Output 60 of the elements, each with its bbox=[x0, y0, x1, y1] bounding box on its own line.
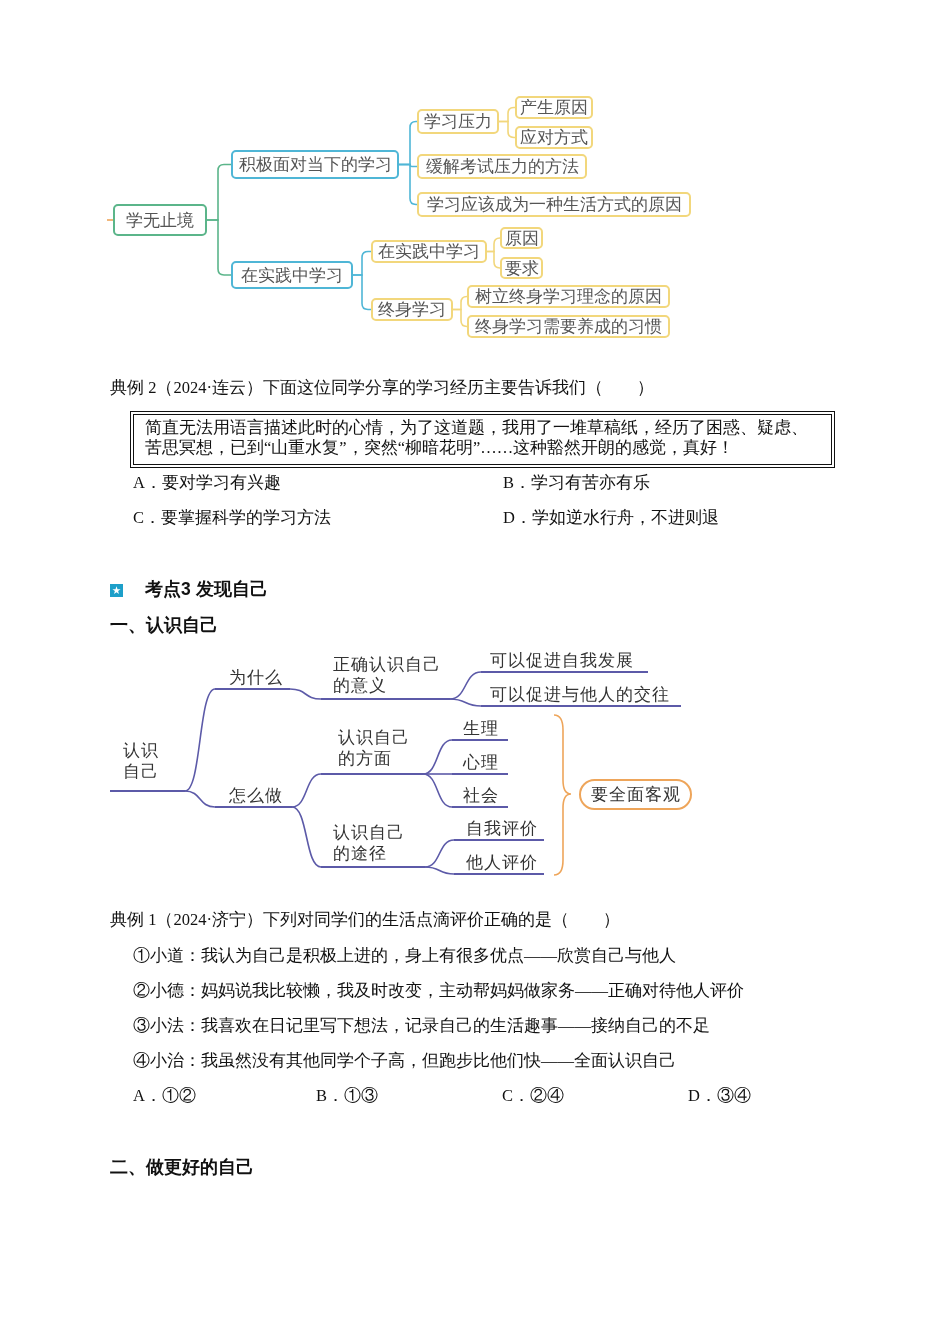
branch-line bbox=[106, 219, 114, 221]
branch-line bbox=[398, 163, 418, 206]
topic-box: 终身学习需要养成的习惯 bbox=[467, 315, 670, 338]
topic-label: 社会 bbox=[452, 785, 508, 808]
topic-box: 学习压力 bbox=[417, 109, 499, 134]
topic-box: 缓解考试压力的方法 bbox=[417, 154, 587, 179]
branch-line bbox=[352, 274, 372, 311]
topic-label: 认识自己 bbox=[110, 740, 185, 792]
branch-line bbox=[291, 806, 322, 868]
question-text: C．②④ bbox=[502, 1086, 564, 1106]
topic-box: 在实践中学习 bbox=[371, 240, 487, 263]
topic-label: 正确认识自己的意义 bbox=[321, 654, 450, 700]
topic-label: 为什么 bbox=[215, 667, 290, 690]
section-heading: 二、做更好的自己 bbox=[110, 1157, 254, 1177]
branch-line bbox=[449, 698, 482, 707]
question-text: 典例 1（2024·济宁）下列对同学们的生活点滴评价正确的是（ ） bbox=[110, 910, 620, 930]
topic-box: 应对方式 bbox=[515, 126, 593, 149]
topic-box: 原因 bbox=[500, 227, 543, 249]
topic-label: 他人评价 bbox=[454, 852, 544, 875]
topic-label: 自我评价 bbox=[454, 818, 544, 841]
topic-box: 积极面对当下的学习 bbox=[231, 150, 399, 179]
branch-line bbox=[184, 688, 216, 792]
topic-box: 要求 bbox=[500, 257, 543, 279]
topic-label: 可以促进与他人的交往 bbox=[481, 684, 681, 707]
branch-line bbox=[291, 773, 322, 808]
topic-label: 可以促进自我发展 bbox=[481, 650, 648, 673]
topic-label: 怎么做 bbox=[215, 785, 292, 808]
topic-box: 学习应该成为一种生活方式的原因 bbox=[417, 192, 691, 217]
section-heading: 一、认识自己 bbox=[110, 615, 218, 635]
question-text: ②小德：妈妈说我比较懒，我及时改变，主动帮妈妈做家务——正确对待他人评价 bbox=[133, 981, 744, 1001]
question-text: ③小法：我喜欢在日记里写下想法，记录自己的生活趣事——接纳自己的不足 bbox=[133, 1016, 710, 1036]
section-heading: 考点3 发现自己 bbox=[145, 579, 268, 599]
topic-label: 心理 bbox=[452, 752, 508, 775]
branch-line bbox=[452, 308, 468, 328]
topic-box: 树立终身学习理念的原因 bbox=[467, 285, 670, 308]
question-text: D．学如逆水行舟，不进则退 bbox=[503, 508, 719, 528]
topic-label: 生理 bbox=[452, 718, 508, 741]
topic-box: 终身学习 bbox=[371, 298, 453, 321]
topic-box: 在实践中学习 bbox=[231, 261, 353, 289]
branch-line bbox=[424, 866, 455, 875]
branch-line bbox=[422, 773, 453, 775]
topic-box: 学无止境 bbox=[113, 204, 207, 236]
question-text: 典例 2（2024·连云）下面这位同学分享的学习经历主要告诉我们（ ） bbox=[110, 378, 654, 398]
topic-box: 产生原因 bbox=[515, 96, 593, 119]
question-text: A．①② bbox=[133, 1086, 196, 1106]
question-text: C．要掌握科学的学习方法 bbox=[133, 508, 331, 528]
branch-line bbox=[289, 688, 322, 700]
branch-line bbox=[206, 219, 232, 276]
question-text: ④小治：我虽然没有其他同学个子高，但跑步比他们快——全面认识自己 bbox=[133, 1051, 676, 1071]
branch-line bbox=[486, 250, 501, 269]
topic-label: 认识自己的途径 bbox=[321, 822, 425, 868]
topic-label: 认识自己的方面 bbox=[321, 727, 423, 775]
question-text: B．①③ bbox=[316, 1086, 378, 1106]
summary-box: 要全面客观 bbox=[579, 779, 692, 810]
branch-line bbox=[184, 790, 216, 808]
quote-box: 简直无法用语言描述此时的心情，为了这道题，我用了一堆草稿纸，经历了困惑、疑虑、苦思冥想，已到“山重水复”，突然“柳暗花明”……这种豁然开朗的感觉，真好！ bbox=[130, 411, 835, 468]
question-text: ①小道：我认为自己是积极上进的，身上有很多优点——欣赏自己与他人 bbox=[133, 946, 676, 966]
branch-line bbox=[422, 773, 453, 808]
question-text: D．③④ bbox=[688, 1086, 751, 1106]
branch-line bbox=[498, 120, 516, 139]
